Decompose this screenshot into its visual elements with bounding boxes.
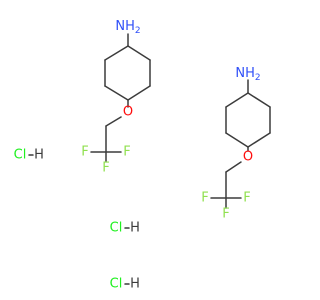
chlorine-label: Cl: [110, 277, 123, 292]
bond: [225, 161, 242, 173]
ring-bond: [104, 45, 129, 61]
hcl-salt-2: Cl H: [110, 221, 140, 236]
chemical-structure-diagram: NH2 O F F F NH2 O: [14, 19, 271, 292]
hcl-salt-3: Cl H: [110, 277, 140, 292]
molecule-1-atoms: NH2 O F F F: [81, 19, 140, 176]
fluorine-label: F: [102, 161, 109, 176]
molecule-1-bonds: [90, 33, 151, 162]
fluorine-label: F: [243, 191, 250, 206]
ring-bond: [104, 85, 129, 101]
fluorine-label: F: [222, 207, 229, 222]
hydrogen-label: H: [130, 277, 140, 292]
molecule-2: NH2 O F F F: [201, 66, 271, 222]
chlorine-label: Cl: [110, 221, 123, 236]
ring-bond: [247, 92, 271, 108]
ring-bond: [127, 45, 151, 61]
ring-bond: [127, 85, 151, 101]
molecule-2-bonds: [210, 79, 271, 209]
amine-label: NH2: [115, 19, 140, 36]
ether-oxygen-label: O: [123, 105, 133, 120]
molecule-2-atoms: NH2 O F F F: [201, 66, 260, 222]
molecule-1: NH2 O F F F: [81, 19, 151, 176]
fluorine-label: F: [123, 145, 130, 160]
chlorine-label: Cl: [14, 148, 27, 163]
amine-label: NH2: [235, 66, 260, 83]
hydrogen-label: H: [34, 148, 44, 163]
ether-oxygen-label: O: [243, 150, 253, 165]
fluorine-label: F: [201, 191, 208, 206]
bond: [105, 116, 122, 127]
ring-bond: [225, 132, 249, 148]
hcl-salt-1: Cl H: [14, 148, 44, 163]
ring-bond: [225, 92, 249, 108]
fluorine-label: F: [81, 145, 88, 160]
hydrogen-label: H: [130, 221, 140, 236]
ring-bond: [247, 132, 271, 148]
